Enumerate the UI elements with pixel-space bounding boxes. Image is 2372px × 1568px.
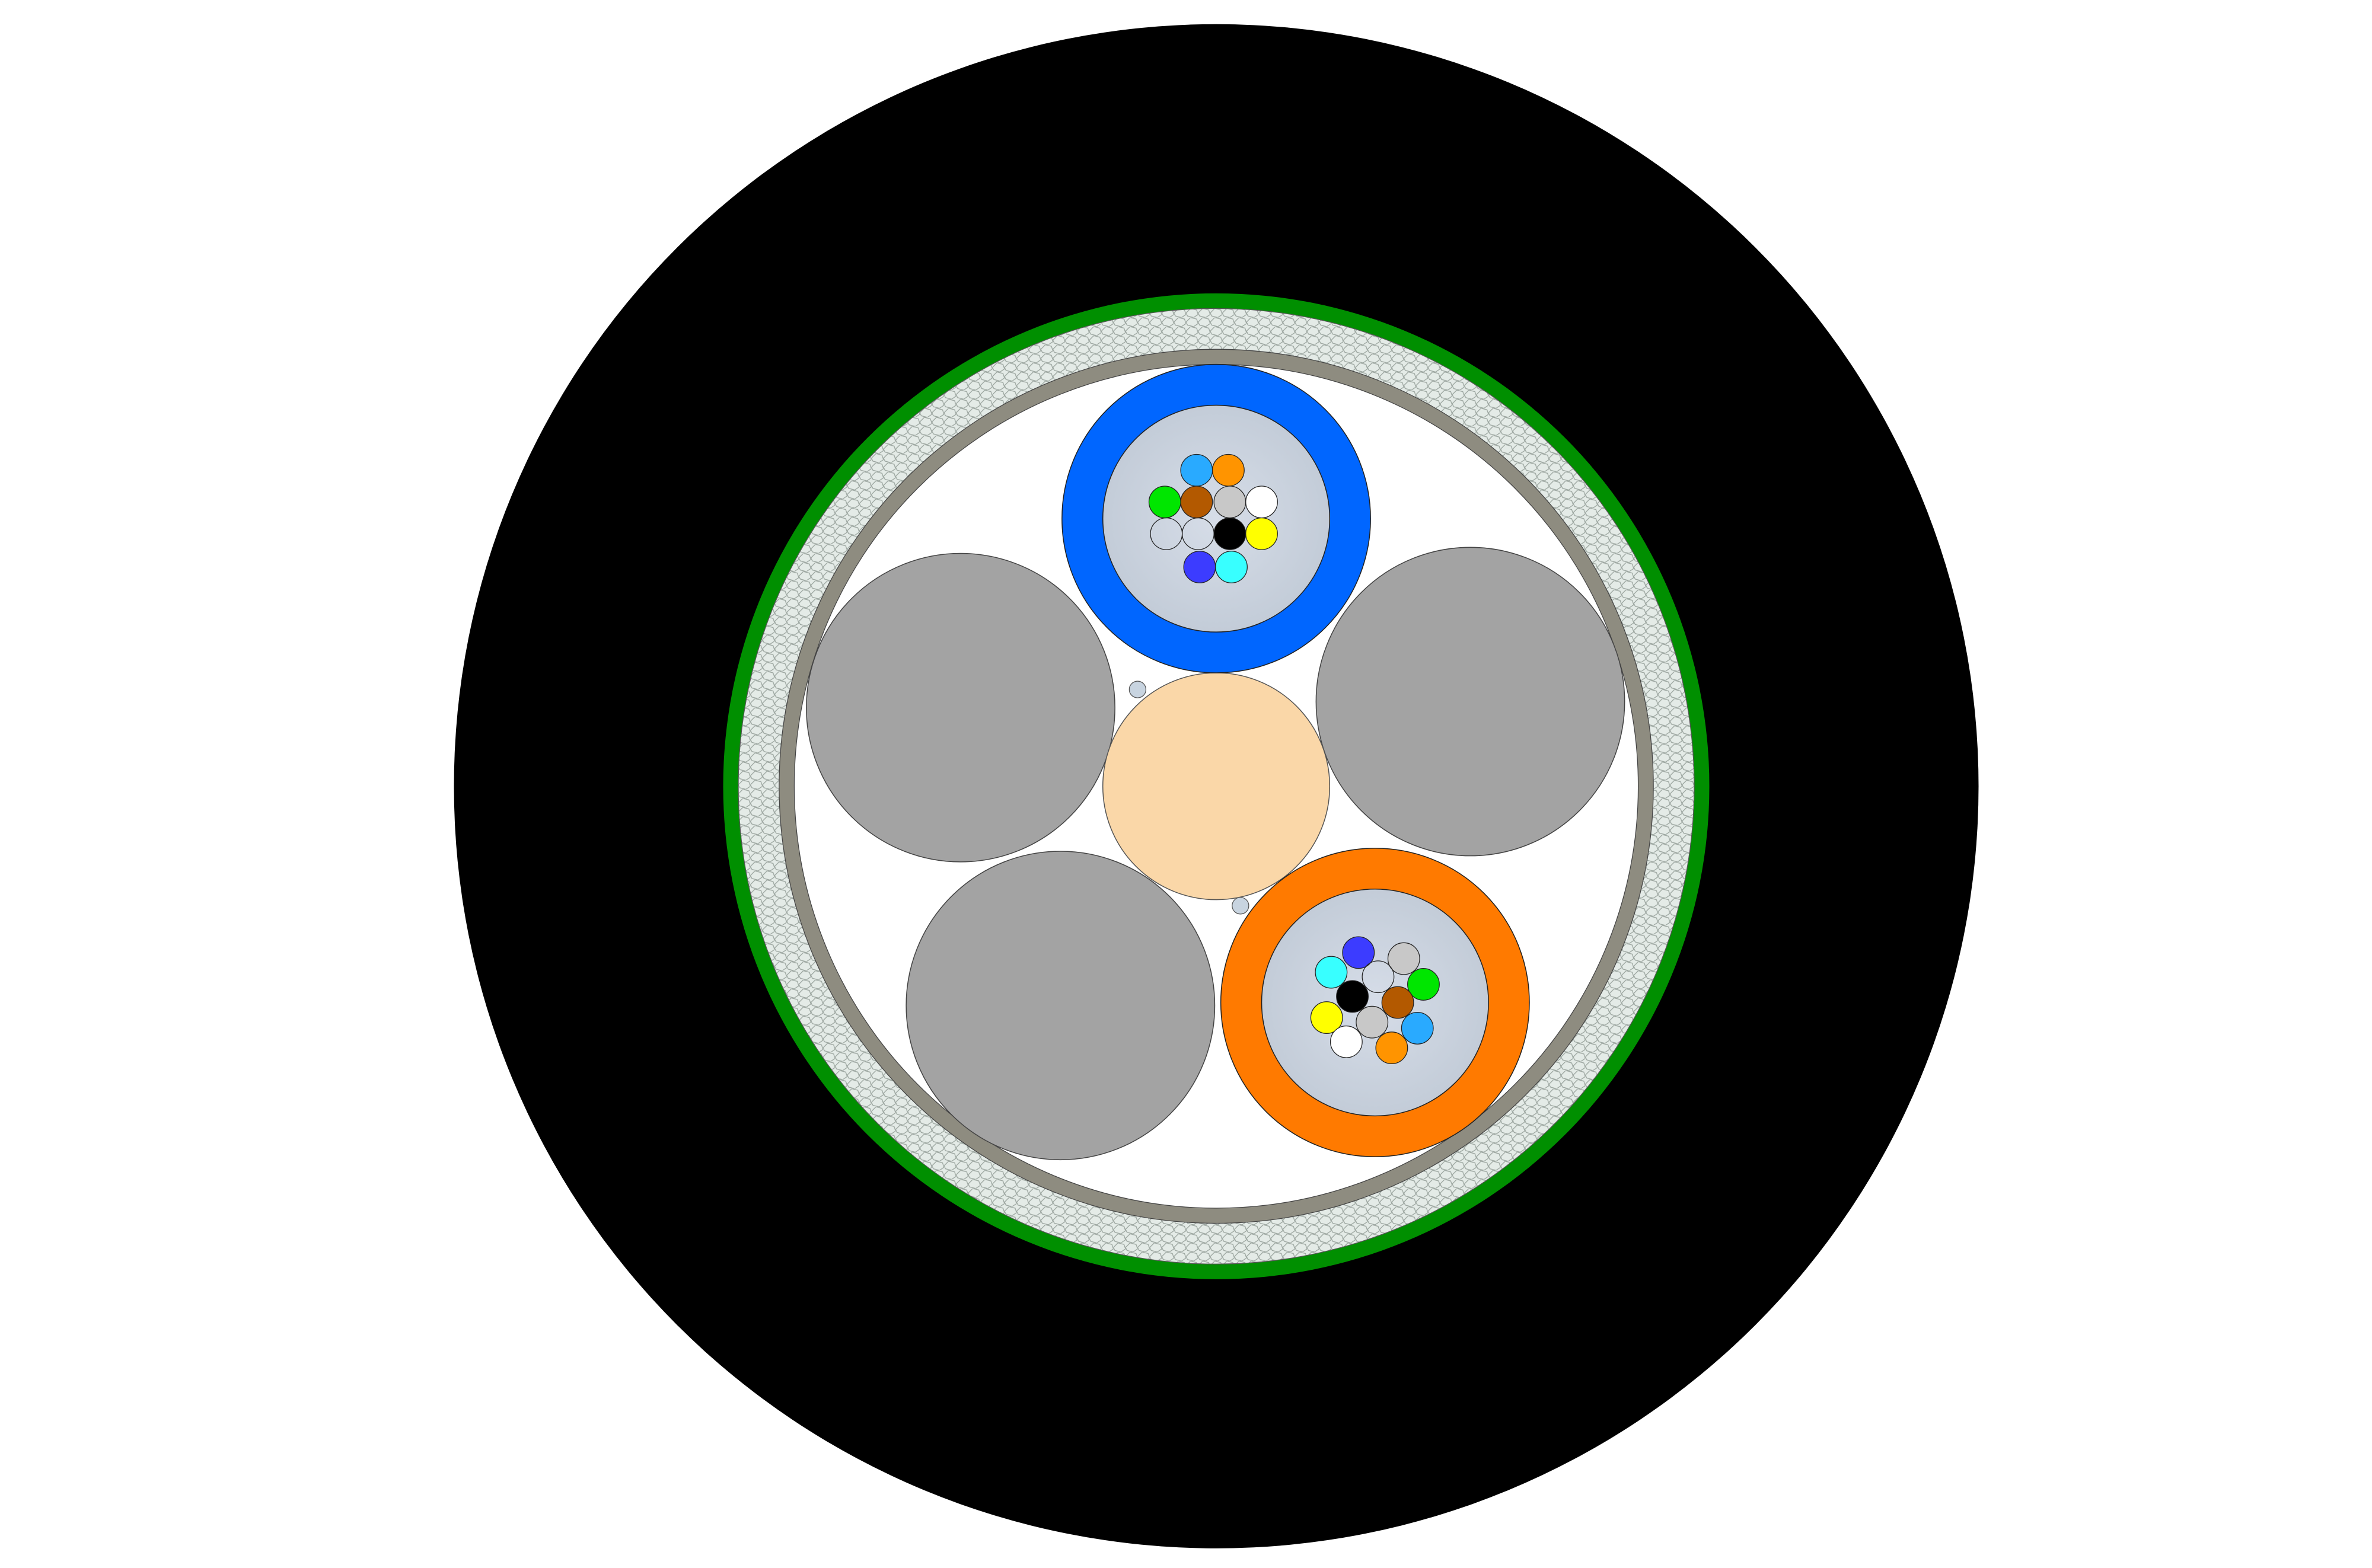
optical-fiber <box>1211 454 1245 487</box>
tube-gel <box>1102 404 1331 633</box>
water-blocking-yarn <box>1232 897 1249 915</box>
tube-gel <box>1261 889 1489 1117</box>
optical-fiber <box>1150 517 1183 550</box>
optical-fiber <box>1180 454 1213 487</box>
optical-fiber <box>1407 968 1440 1001</box>
filler-rod <box>806 553 1115 863</box>
optical-fiber <box>1336 980 1369 1013</box>
optical-fiber <box>1215 551 1248 583</box>
central-strength-member <box>1102 672 1331 900</box>
filler-rod <box>1315 547 1625 857</box>
buffer-tube-orange <box>1220 848 1530 1157</box>
optical-fiber <box>1213 486 1246 519</box>
optical-fiber <box>1310 1001 1343 1034</box>
optical-fiber <box>1362 960 1395 994</box>
optical-fiber <box>1356 1005 1389 1039</box>
optical-fiber <box>1180 486 1213 519</box>
optical-fiber <box>1387 942 1420 975</box>
optical-fiber <box>1342 936 1375 969</box>
buffer-tube-blue <box>1061 363 1371 673</box>
optical-fiber <box>1401 1012 1434 1045</box>
optical-fiber <box>1245 486 1278 519</box>
optical-fiber <box>1213 517 1246 550</box>
filler-rod <box>906 851 1216 1161</box>
optical-fiber <box>1245 517 1278 550</box>
optical-fiber <box>1181 517 1214 550</box>
optical-fiber <box>1330 1025 1363 1058</box>
optical-fiber <box>1375 1032 1408 1065</box>
optical-fiber <box>1315 956 1348 989</box>
optical-fiber <box>1381 986 1414 1019</box>
water-blocking-yarn <box>1128 681 1147 698</box>
optical-fiber <box>1183 551 1216 583</box>
optical-fiber <box>1148 486 1181 519</box>
